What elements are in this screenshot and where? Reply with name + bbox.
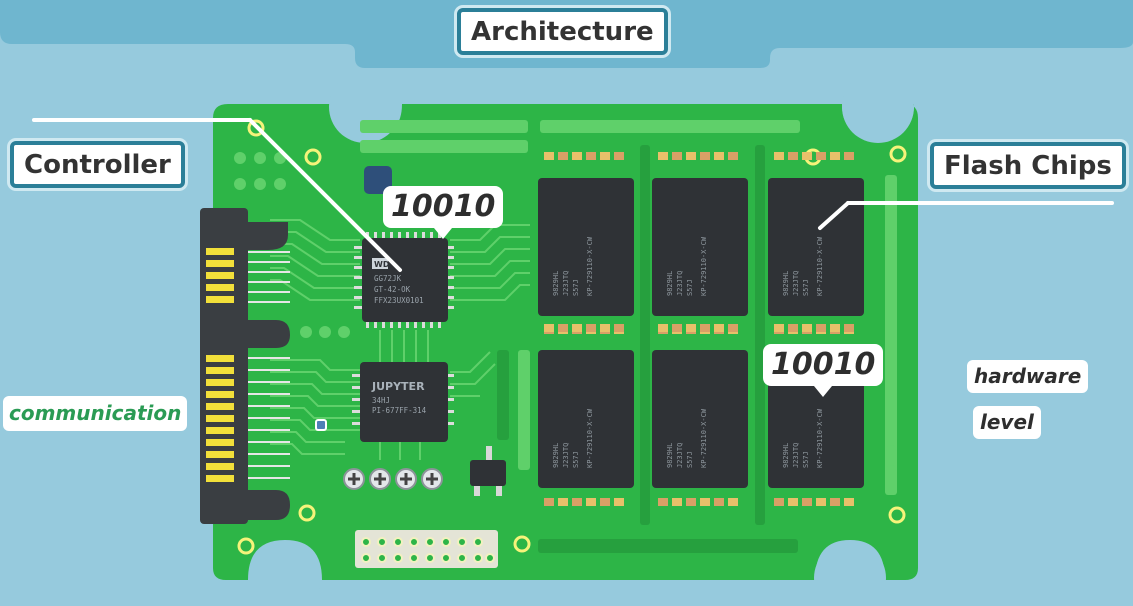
- controller-line-3: FFX23UX0101: [374, 296, 424, 305]
- pin-header: [355, 530, 498, 568]
- flash-chip-marking: S57J: [686, 451, 694, 468]
- controller-data-bubble: 10010: [383, 186, 504, 239]
- page-title: Architecture: [457, 8, 668, 55]
- transistor: [470, 446, 506, 496]
- level-label: level: [973, 406, 1041, 439]
- flash-chip-marking: 9829HL: [666, 443, 674, 468]
- flash-pointer-line-diagonal: [818, 201, 850, 230]
- controller-pointer-line-diagonal: [248, 118, 402, 272]
- controller-line-2: GT-42-OK: [374, 285, 411, 294]
- hardware-label: hardware: [967, 360, 1089, 393]
- flash-chip-marking: KP-729110-X-CW: [816, 408, 824, 468]
- controller-chip: WD GG72JK GT-42-OK FFX23UX0101: [354, 232, 454, 328]
- sata-connector: [200, 208, 290, 524]
- capacitors: [343, 468, 443, 490]
- flash-chip-marking: KP-729110-X-CW: [586, 236, 594, 296]
- flash-data-bubble: 10010: [763, 344, 884, 397]
- led: [315, 419, 327, 431]
- secondary-chip-line-2: PI-677FF-314: [372, 406, 427, 415]
- flash-chip-marking: S57J: [686, 279, 694, 296]
- flash-chip-marking: 9829HL: [666, 271, 674, 296]
- flash-chip-marking: 9829HL: [552, 271, 560, 296]
- flash-chip-marking: S57J: [572, 279, 580, 296]
- secondary-chip-line-1: 34HJ: [372, 396, 390, 405]
- flash-chip-marking: S57J: [802, 279, 810, 296]
- flash-chip-marking: S57J: [802, 451, 810, 468]
- controller-line-1: GG72JK: [374, 274, 402, 283]
- flash-chip-marking: J23JTQ: [676, 271, 684, 296]
- controller-logo: WD: [374, 260, 390, 269]
- flash-chip-marking: 9829HL: [782, 271, 790, 296]
- flash-chip-marking: S57J: [572, 451, 580, 468]
- secondary-chip-name: JUPYTER: [371, 380, 425, 393]
- flash-chip-marking: J23JTQ: [792, 271, 800, 296]
- flash-chip-marking: KP-729110-X-CW: [700, 236, 708, 296]
- flash-chip-marking: J23JTQ: [562, 443, 570, 468]
- controller-label: Controller: [10, 141, 185, 188]
- flash-chip-marking: J23JTQ: [676, 443, 684, 468]
- flash-chip-marking: KP-729110-X-CW: [586, 408, 594, 468]
- flash-chip-marking: J23JTQ: [792, 443, 800, 468]
- flash-chips-label: Flash Chips: [930, 142, 1126, 189]
- flash-chip-marking: KP-729110-X-CW: [816, 236, 824, 296]
- flash-chip-marking: KP-729110-X-CW: [700, 408, 708, 468]
- secondary-chip: JUPYTER 34HJ PI-677FF-314: [352, 362, 454, 442]
- communication-label: communication: [3, 396, 188, 431]
- flash-chip-marking: 9829HL: [552, 443, 560, 468]
- flash-chip-marking: 9829HL: [782, 443, 790, 468]
- flash-chip-marking: J23JTQ: [562, 271, 570, 296]
